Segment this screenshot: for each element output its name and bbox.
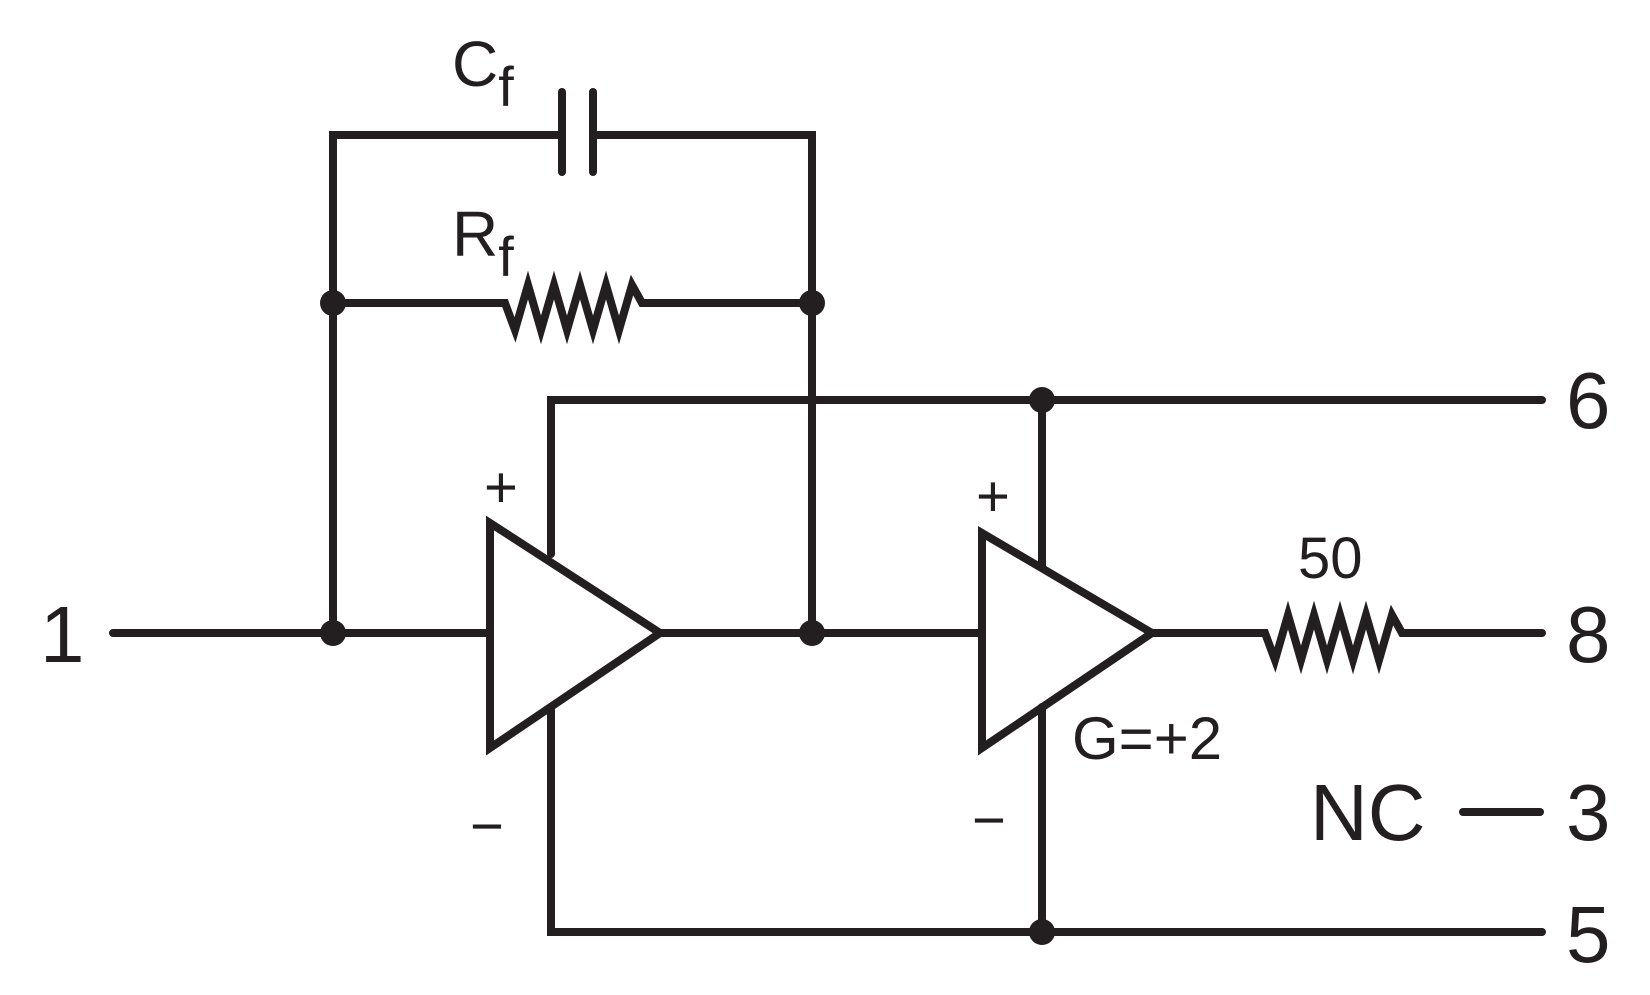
cf-label: Cf [452, 28, 514, 118]
junction-node-rf-right [799, 290, 825, 316]
pin-3-label: 3 [1566, 768, 1611, 857]
capacitor-cf [329, 88, 816, 629]
opamp-2 [978, 526, 1160, 756]
junction-node-input [320, 620, 346, 646]
nc-label: NC [1310, 768, 1426, 857]
opamp-2-minus-sign: − [972, 788, 1006, 853]
cf-wire-right [591, 131, 816, 629]
output-wire [1148, 600, 1546, 675]
junction-node-rf-left [320, 290, 346, 316]
cf-wire-left [329, 131, 564, 624]
resistor-rf [329, 270, 816, 345]
junction-node-vpos [1029, 387, 1055, 413]
resistor-50 [1148, 600, 1546, 675]
pin-1-label: 1 [40, 590, 85, 679]
rf-wire [329, 270, 816, 345]
opamp-1-minus-sign: − [470, 794, 504, 859]
opamp-2-plus-sign: + [976, 464, 1010, 529]
opamp-1 [486, 515, 668, 756]
buffer-gain-label: G=+2 [1072, 705, 1222, 772]
output-resistor-label: 50 [1298, 526, 1363, 591]
pin-5-label: 5 [1566, 890, 1611, 979]
junction-node-vneg [1029, 919, 1055, 945]
opamp-1-plus-sign: + [484, 455, 518, 520]
pin-8-label: 8 [1566, 590, 1611, 679]
rf-label: Rf [452, 198, 514, 288]
opamp-1-vneg-wire [547, 706, 1546, 936]
opamp-1-vpos-wire [547, 396, 1546, 558]
junction-node-interstage [799, 620, 825, 646]
pin-6-label: 6 [1566, 356, 1611, 445]
